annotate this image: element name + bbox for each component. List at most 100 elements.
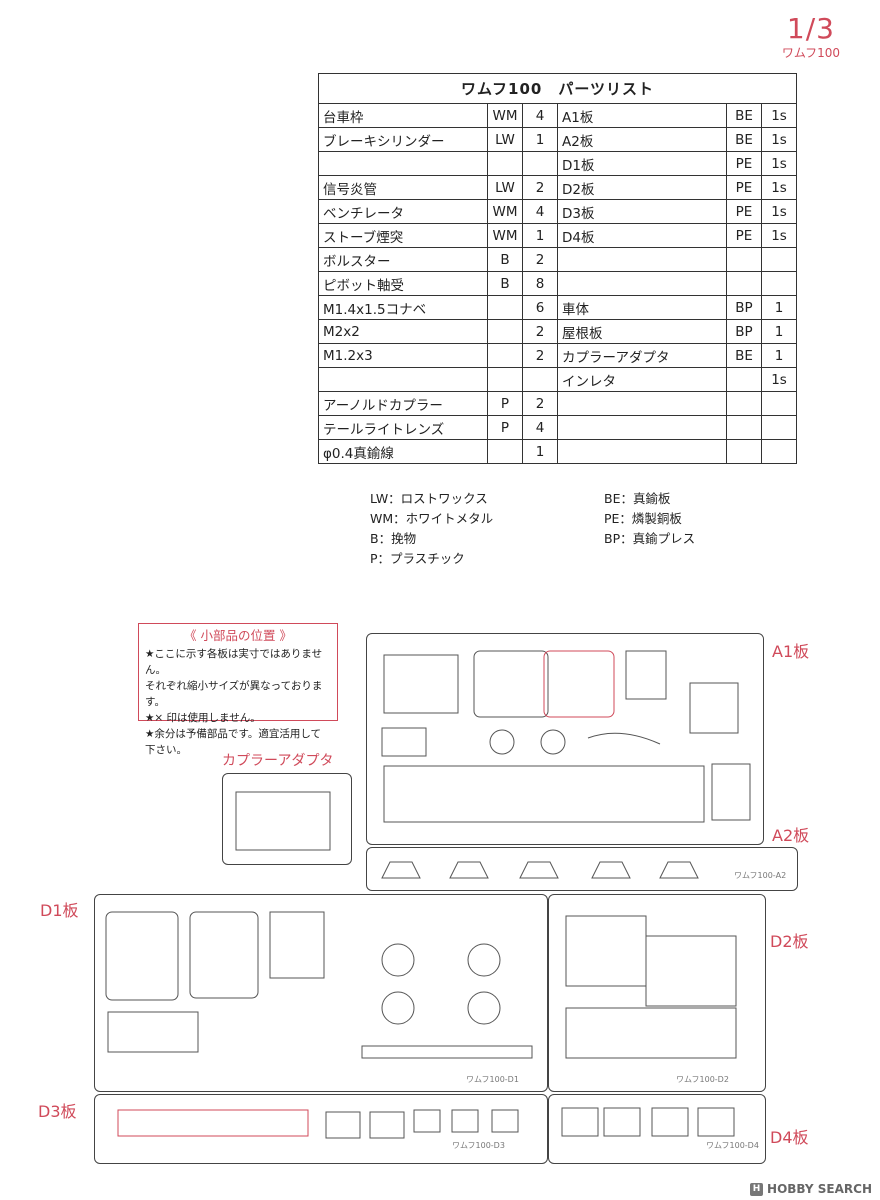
right-material-cell: BE <box>726 127 762 152</box>
d2-part <box>645 935 737 1007</box>
left-part-name-cell: ベンチレータ <box>318 199 488 224</box>
right-material-cell: BE <box>726 343 762 368</box>
legend-item: LW：ロストワックス <box>370 491 488 506</box>
a2-part <box>381 861 421 879</box>
right-material-cell: PE <box>726 151 762 176</box>
left-quantity-cell: 2 <box>522 319 558 344</box>
legend-item: B：挽物 <box>370 531 417 546</box>
notice-line: それぞれ縮小サイズが異なっております。 <box>145 680 323 708</box>
d1-part <box>467 943 501 977</box>
sheet-a2 <box>366 847 798 891</box>
d1-part <box>107 1011 199 1053</box>
coupler-part <box>235 791 331 851</box>
d3-part <box>413 1109 441 1133</box>
a1-part <box>625 650 667 700</box>
sheet-d2 <box>548 894 766 1092</box>
right-quantity-cell <box>761 391 797 416</box>
left-quantity-cell: 1 <box>522 223 558 248</box>
right-part-name-cell <box>557 439 727 464</box>
left-part-name-cell: アーノルドカプラー <box>318 391 488 416</box>
right-quantity-cell <box>761 439 797 464</box>
label-coupler-adapter: カプラーアダプタ <box>222 753 334 769</box>
d2-part <box>565 915 647 987</box>
legend-item: P：プラスチック <box>370 551 465 566</box>
d3-part <box>117 1109 309 1137</box>
left-part-name-cell: ストーブ煙突 <box>318 223 488 248</box>
right-material-cell <box>726 247 762 272</box>
d1-part <box>381 943 415 977</box>
label-d2: D2板 <box>770 932 809 951</box>
right-quantity-cell: 1s <box>761 151 797 176</box>
right-part-name-cell: インレタ <box>557 367 727 392</box>
right-material-cell <box>726 271 762 296</box>
etched-mark-d3: ワムフ100-D3 <box>452 1141 505 1150</box>
right-part-name-cell: カプラーアダプタ <box>557 343 727 368</box>
a1-part <box>689 682 739 734</box>
d1-part <box>381 991 415 1025</box>
left-quantity-cell: 1 <box>522 127 558 152</box>
right-part-name-cell <box>557 415 727 440</box>
left-material-cell <box>487 439 523 464</box>
a1-part <box>473 650 549 718</box>
etched-mark-a2: ワムフ100-A2 <box>734 871 786 880</box>
d4-part <box>561 1107 599 1137</box>
page-model: ワムフ100 <box>781 46 840 60</box>
right-part-name-cell: D2板 <box>557 175 727 200</box>
hobby-search-logo: H HOBBY SEARCH <box>750 1182 872 1196</box>
d3-part <box>451 1109 479 1133</box>
a1-part <box>540 729 566 755</box>
right-material-cell: PE <box>726 223 762 248</box>
d3-part <box>491 1109 519 1133</box>
a2-part <box>659 861 699 879</box>
a1-part <box>587 732 661 745</box>
notice-line: ★× 印は使用しません。 <box>145 712 261 724</box>
sheet-d1 <box>94 894 548 1092</box>
right-material-cell: BP <box>726 319 762 344</box>
page-number-value: 1/3 <box>786 12 835 45</box>
left-quantity-cell: 4 <box>522 415 558 440</box>
notice-line: ★ここに示す各板は実寸ではありません。 <box>145 648 323 676</box>
right-part-name-cell: A1板 <box>557 103 727 128</box>
d1-part <box>269 911 325 979</box>
left-quantity-cell <box>522 151 558 176</box>
a2-part <box>591 861 631 879</box>
right-part-name-cell: D1板 <box>557 151 727 176</box>
d1-part <box>467 991 501 1025</box>
left-material-cell <box>487 151 523 176</box>
a1-part <box>711 763 751 821</box>
left-material-cell: WM <box>487 223 523 248</box>
d4-part <box>603 1107 641 1137</box>
left-part-name-cell <box>318 151 488 176</box>
right-quantity-cell: 1s <box>761 223 797 248</box>
a1-part <box>381 727 427 757</box>
right-material-cell <box>726 439 762 464</box>
label-d3: D3板 <box>38 1102 77 1121</box>
label-d4: D4板 <box>770 1128 809 1147</box>
left-quantity-cell: 8 <box>522 271 558 296</box>
a1-part <box>383 654 459 714</box>
d1-part <box>189 911 259 999</box>
d4-part <box>651 1107 689 1137</box>
left-material-cell <box>487 319 523 344</box>
right-quantity-cell <box>761 415 797 440</box>
etched-mark-d2: ワムフ100-D2 <box>676 1075 729 1084</box>
right-part-name-cell <box>557 247 727 272</box>
left-material-cell: LW <box>487 175 523 200</box>
d3-part <box>325 1111 361 1139</box>
etched-mark-d4: ワムフ100-D4 <box>706 1141 759 1150</box>
logo-icon: H <box>750 1182 764 1196</box>
a2-part <box>449 861 489 879</box>
label-a1: A1板 <box>772 642 810 661</box>
d1-part <box>105 911 179 1001</box>
legend-item: BE：真鍮板 <box>604 491 671 506</box>
notice-title: 《 小部品の位置 》 <box>184 628 292 643</box>
